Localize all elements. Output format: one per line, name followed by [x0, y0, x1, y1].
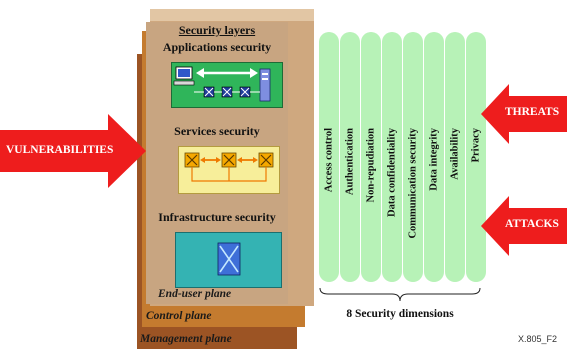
threats-arrow-shape: [481, 84, 567, 144]
vulnerabilities-arrow: VULNERABILITIES: [0, 114, 146, 188]
attacks-arrow-shape: [481, 196, 567, 256]
dimension-availability: Availability: [445, 32, 465, 282]
vulnerabilities-label: VULNERABILITIES: [6, 144, 114, 156]
end-user-plane-top-edge: [150, 9, 314, 21]
dimension-non-repudiation: Non-repudiation: [361, 32, 381, 282]
dimensions-brace: [319, 287, 481, 302]
attacks-label: ATTACKS: [505, 218, 559, 230]
service-node-icons: [184, 152, 274, 168]
dimension-access-control: Access control: [319, 32, 339, 282]
dimension-data-integrity: Data integrity: [424, 32, 444, 282]
infrastructure-security-label: Infrastructure security: [158, 210, 276, 224]
threats-label: THREATS: [505, 106, 560, 118]
attacks-arrow: ATTACKS: [481, 196, 567, 256]
dimension-data-confidentiality: Data confidentiality: [382, 32, 402, 282]
computer-icon: [173, 66, 195, 86]
infrastructure-security-box: [175, 232, 282, 288]
services-security-label: Services security: [174, 124, 260, 138]
double-arrow-icon: [200, 157, 258, 163]
network-switch-icons: [194, 86, 260, 98]
figure-code: X.805_F2: [518, 334, 558, 344]
management-plane-label: Management plane: [140, 333, 232, 345]
applications-network-illustration: [173, 66, 271, 102]
infrastructure-switch-icon: [217, 242, 241, 276]
connection-lines: [191, 167, 267, 182]
end-user-plane-label: End-user plane: [158, 288, 232, 300]
control-plane-label: Control plane: [146, 310, 212, 322]
security-dimensions-group: Access control Authentication Non-repudi…: [319, 0, 486, 300]
services-security-box: [178, 146, 280, 194]
applications-security-label: Applications security: [162, 40, 272, 54]
security-layers-heading: Security layers: [178, 23, 256, 37]
double-arrow-icon: [196, 68, 258, 78]
server-icon: [259, 68, 271, 102]
dimension-communication-security: Communication security: [403, 32, 423, 282]
services-network-illustration: [184, 152, 274, 182]
security-dimensions-label: 8 Security dimensions: [346, 308, 454, 320]
dimension-privacy: Privacy: [466, 32, 486, 282]
threats-arrow: THREATS: [481, 84, 567, 144]
vulnerabilities-arrow-shape: [0, 114, 146, 188]
applications-security-box: [171, 62, 283, 108]
dimension-authentication: Authentication: [340, 32, 360, 282]
